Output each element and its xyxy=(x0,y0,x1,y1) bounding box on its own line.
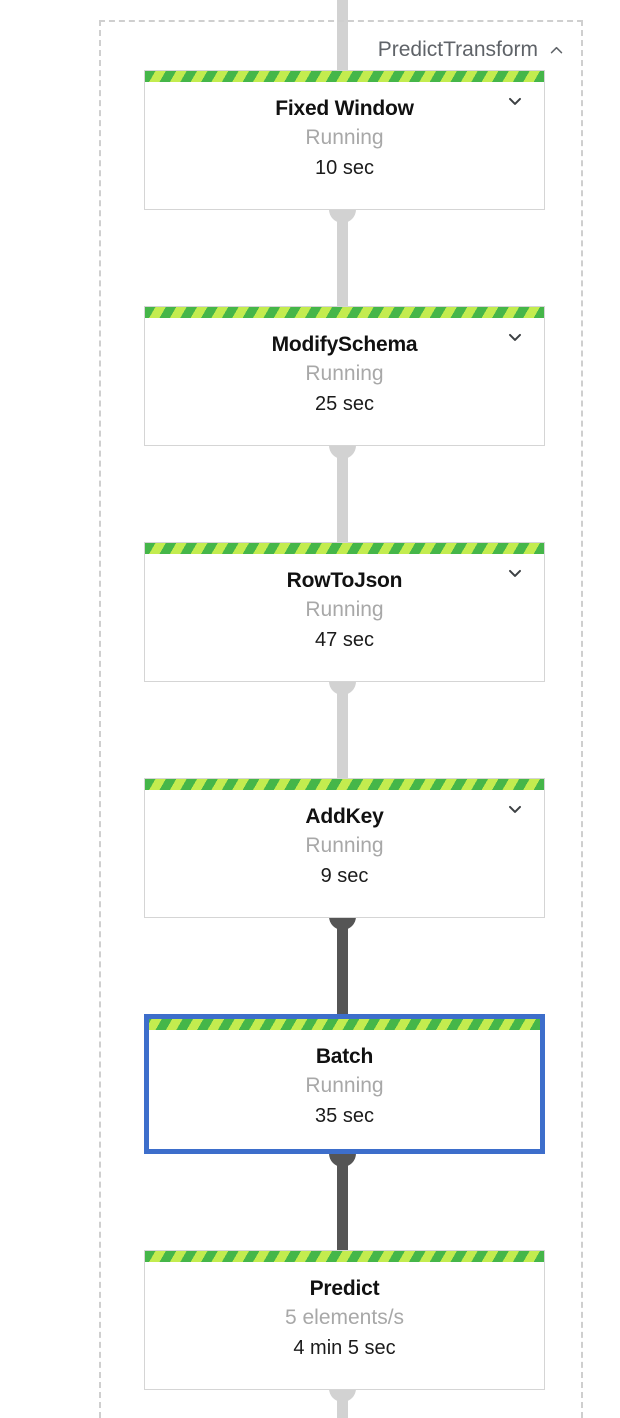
edge-row-to-json-to-add-key xyxy=(337,681,348,779)
node-body: RowToJson Running 47 sec xyxy=(145,554,544,673)
node-status: Running xyxy=(305,362,384,386)
chevron-down-icon[interactable] xyxy=(502,324,528,350)
node-status: Running xyxy=(305,1074,384,1098)
node-throughput: 5 elements/s xyxy=(284,1306,405,1330)
node-elapsed-time: 10 sec xyxy=(315,156,374,179)
node-title: Predict xyxy=(309,1277,380,1300)
node-body: Predict 5 elements/s 4 min 5 sec xyxy=(145,1262,544,1381)
node-elapsed-time: 9 sec xyxy=(320,864,369,887)
edge-modify-schema-to-row-to-json xyxy=(337,445,348,543)
edge-predict-outbound xyxy=(337,1388,348,1418)
chevron-up-icon[interactable] xyxy=(548,42,565,59)
node-status: Running xyxy=(305,126,384,150)
edge-batch-to-predict xyxy=(337,1153,348,1251)
node-status-stripe xyxy=(145,71,544,82)
group-title: PredictTransform xyxy=(377,37,538,61)
node-body: AddKey Running 9 sec xyxy=(145,790,544,909)
node-status-stripe xyxy=(145,779,544,790)
node-body: ModifySchema Running 25 sec xyxy=(145,318,544,437)
node-elapsed-time: 25 sec xyxy=(315,392,374,415)
pipeline-node-row-to-json[interactable]: RowToJson Running 47 sec xyxy=(144,542,545,682)
edge-add-key-to-batch xyxy=(337,916,348,1014)
node-title: RowToJson xyxy=(286,569,403,592)
node-status-stripe xyxy=(149,1019,540,1030)
pipeline-node-add-key[interactable]: AddKey Running 9 sec xyxy=(144,778,545,918)
pipeline-node-modify-schema[interactable]: ModifySchema Running 25 sec xyxy=(144,306,545,446)
node-title: AddKey xyxy=(305,805,384,828)
node-body: Fixed Window Running 10 sec xyxy=(145,82,544,201)
edge-fixed-window-to-modify-schema xyxy=(337,209,348,307)
node-elapsed-time: 4 min 5 sec xyxy=(293,1336,396,1359)
chevron-down-icon[interactable] xyxy=(502,560,528,586)
node-status: Running xyxy=(305,598,384,622)
pipeline-node-predict[interactable]: Predict 5 elements/s 4 min 5 sec xyxy=(144,1250,545,1390)
chevron-down-icon[interactable] xyxy=(502,88,528,114)
node-title: Batch xyxy=(315,1045,374,1068)
edge-inbound-to-group xyxy=(337,0,348,70)
group-collapse-toggle[interactable]: PredictTransform xyxy=(369,37,567,61)
node-elapsed-time: 47 sec xyxy=(315,628,374,651)
chevron-down-icon[interactable] xyxy=(502,796,528,822)
node-status-stripe xyxy=(145,307,544,318)
group-header: PredictTransform xyxy=(99,32,583,66)
node-status-stripe xyxy=(145,543,544,554)
node-title: Fixed Window xyxy=(275,97,414,120)
node-status-stripe xyxy=(145,1251,544,1262)
node-elapsed-time: 35 sec xyxy=(315,1104,374,1127)
node-status: Running xyxy=(305,834,384,858)
pipeline-node-fixed-window[interactable]: Fixed Window Running 10 sec xyxy=(144,70,545,210)
pipeline-node-batch[interactable]: Batch Running 35 sec xyxy=(144,1014,545,1154)
node-title: ModifySchema xyxy=(271,333,418,356)
node-body: Batch Running 35 sec xyxy=(149,1030,540,1149)
